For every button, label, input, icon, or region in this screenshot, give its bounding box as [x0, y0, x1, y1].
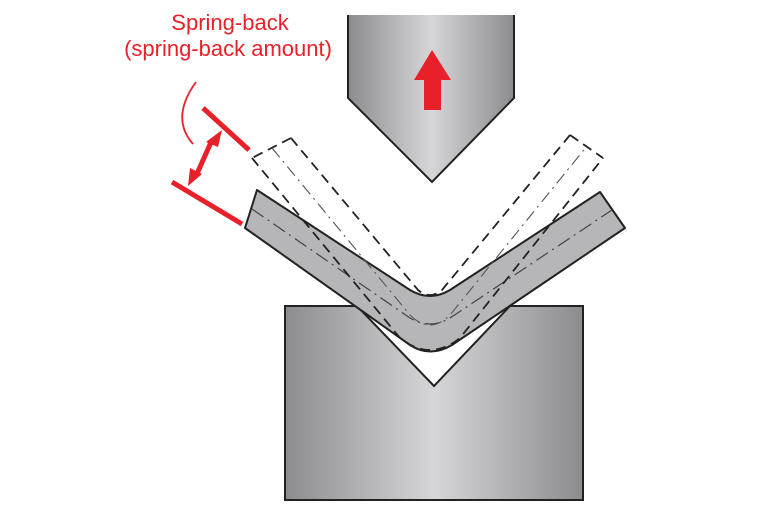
die: [284, 305, 584, 501]
extension-line-upper: [201, 106, 251, 152]
punch: [347, 15, 515, 184]
springback-label: Spring-back: [171, 10, 289, 35]
extension-line-lower: [170, 179, 244, 227]
springback-amount-label: (spring-back amount): [124, 36, 332, 61]
up-arrow-icon: [414, 50, 451, 110]
arrowhead-down-icon: [188, 168, 202, 186]
bent-sheet: [244, 189, 626, 353]
pre-springback-outline: [251, 134, 604, 351]
springback-dimension: [170, 81, 251, 227]
arrowhead-up-icon: [206, 130, 222, 147]
leader-curve: [181, 81, 197, 145]
